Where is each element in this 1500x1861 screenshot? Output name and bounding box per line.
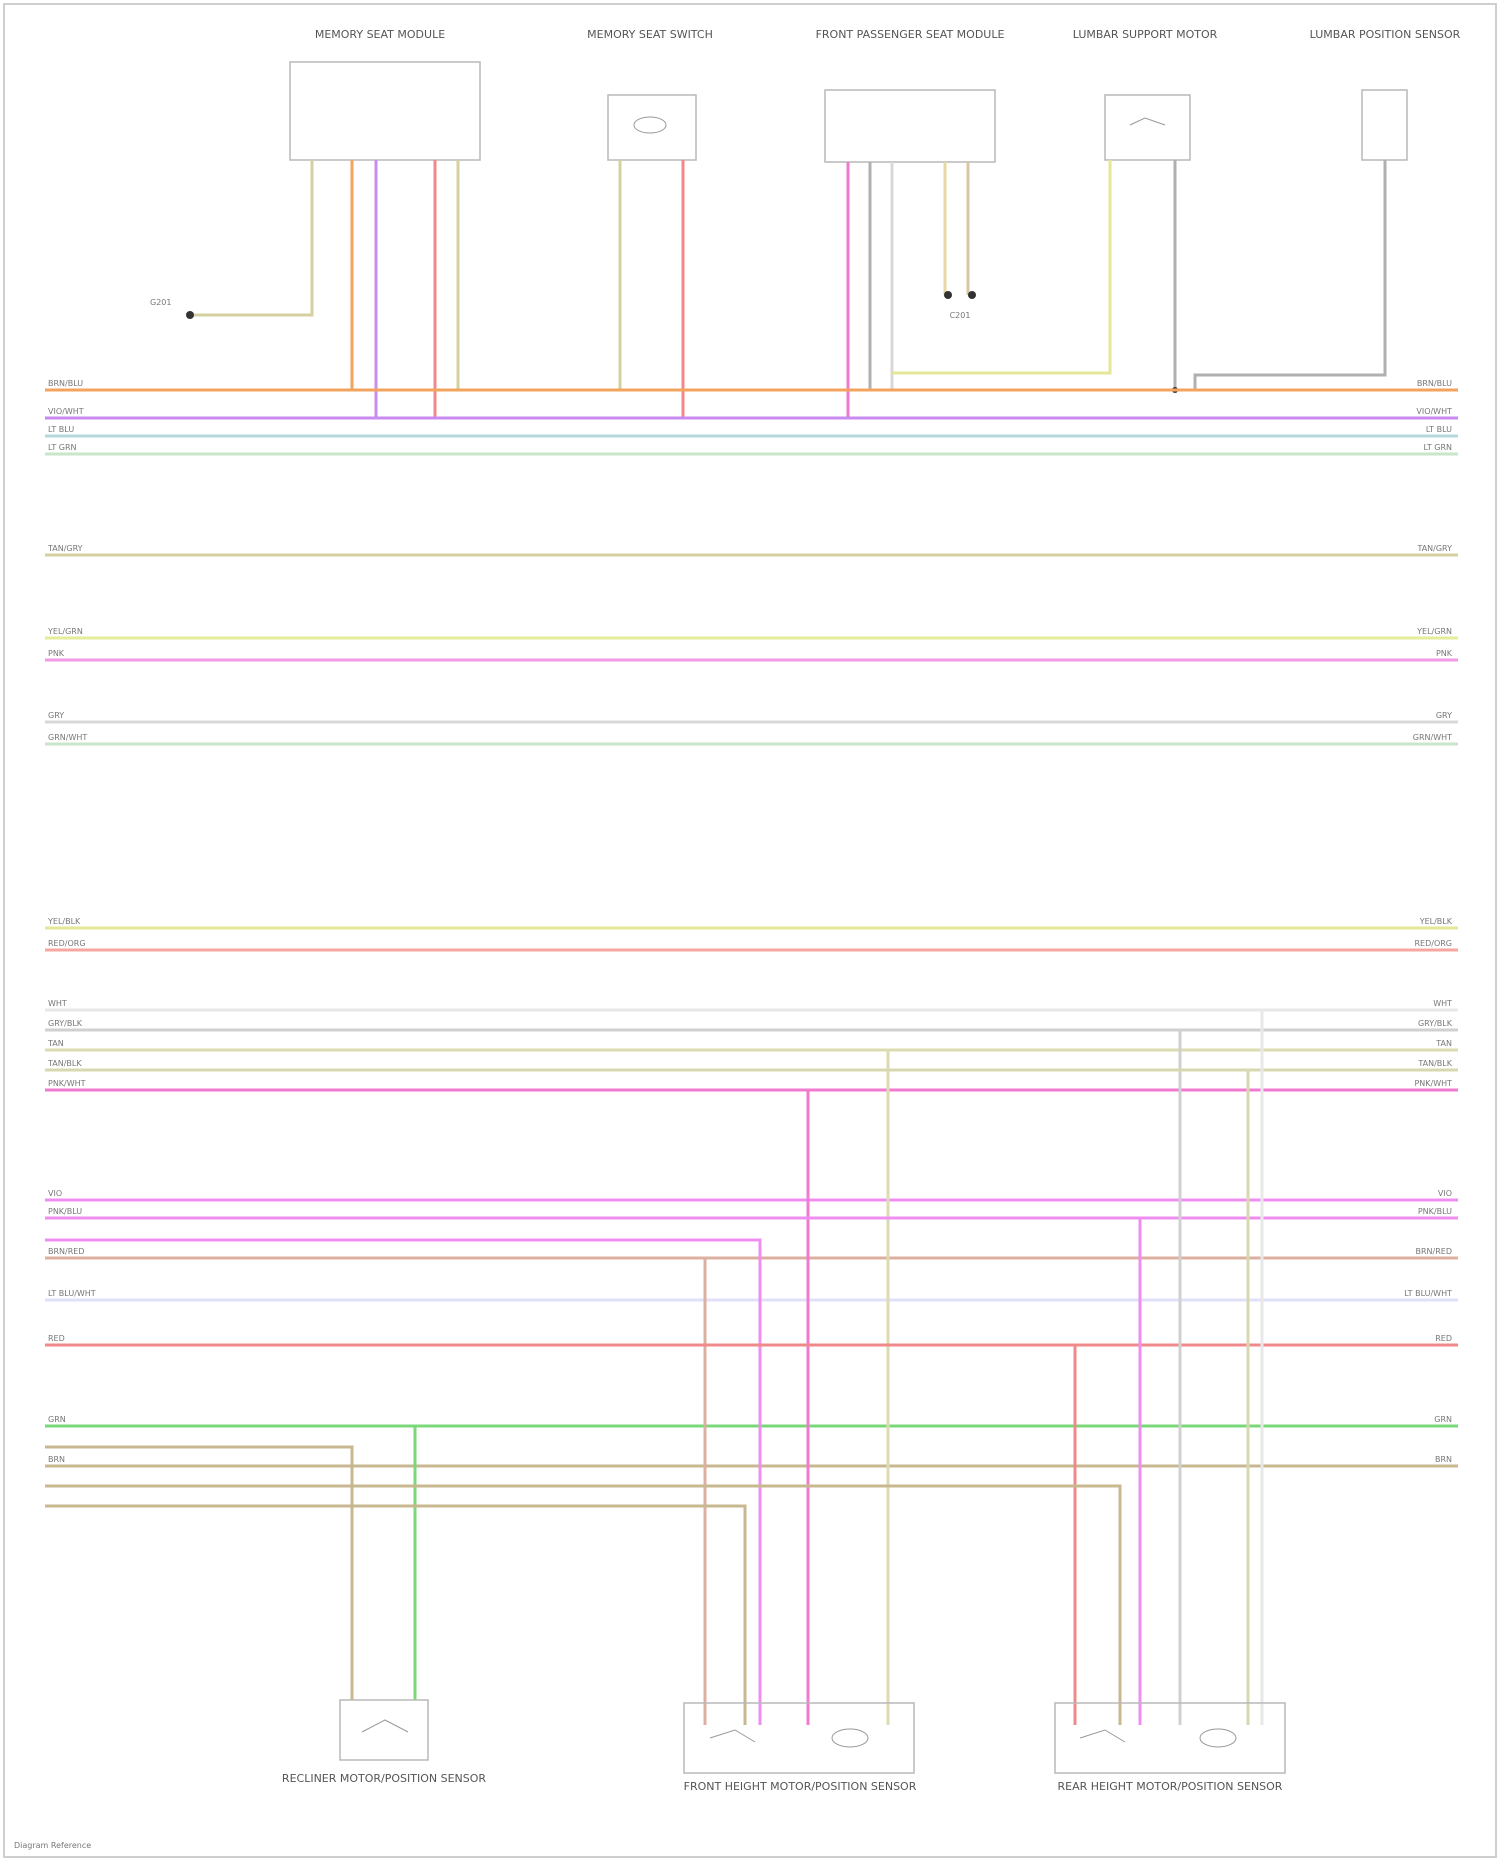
lumbar-position-sensor-label: LUMBAR POSITION SENSOR (1310, 28, 1461, 41)
wire-color-label: LT BLU (1426, 425, 1452, 434)
wire-color-label: TAN/BLK (47, 1059, 82, 1068)
wire-color-label: PNK/BLU (48, 1207, 82, 1216)
ground-ref: G201 (150, 298, 171, 307)
wire-color-label: YEL/GRN (47, 627, 83, 636)
motor-icon (832, 1729, 868, 1747)
lumbar-support-motor-label: LUMBAR SUPPORT MOTOR (1073, 28, 1218, 41)
front-passenger-seat-module-label: FRONT PASSENGER SEAT MODULE (816, 28, 1005, 41)
motor-icon (634, 117, 666, 133)
rear-height-motor-sensor: REAR HEIGHT MOTOR/POSITION SENSOR (1055, 1703, 1285, 1793)
wire-color-label: WHT (1433, 999, 1452, 1008)
wire-color-label: VIO (48, 1189, 62, 1198)
switch-symbol-icon (1080, 1730, 1125, 1742)
wire-color-label: BRN/RED (1416, 1247, 1453, 1256)
wire-color-label: GRN (1434, 1415, 1452, 1424)
diagram-border (4, 4, 1496, 1857)
wire-color-label: RED (48, 1334, 65, 1343)
wire-color-label: VIO/WHT (48, 407, 84, 416)
wire-color-label: TAN/GRY (1416, 544, 1452, 553)
footer-note: Diagram Reference (14, 1841, 91, 1850)
memory-seat-switch: MEMORY SEAT SWITCH (587, 28, 713, 160)
wire-color-label: LT BLU/WHT (48, 1289, 96, 1298)
wire-color-label: BRN/BLU (48, 379, 83, 388)
wire-color-label: VIO (1438, 1189, 1452, 1198)
wire-color-label: TAN (47, 1039, 64, 1048)
switch-symbol-icon (362, 1720, 408, 1732)
rear-height-motor-sensor-label: REAR HEIGHT MOTOR/POSITION SENSOR (1058, 1780, 1283, 1793)
wire-color-label: PNK/BLU (1418, 1207, 1452, 1216)
wire-color-label: BRN/RED (48, 1247, 85, 1256)
bus-wires: BRN/BLU BRN/BLU VIO/WHT VIO/WHT LT BLU LT BLU… (45, 379, 1458, 1466)
wire-color-label: VIO/WHT (1416, 407, 1452, 416)
splice-dot (944, 291, 952, 299)
wire-color-label: LT GRN (48, 443, 77, 452)
wire-color-label: TAN (1435, 1039, 1452, 1048)
motor-icon (1200, 1729, 1236, 1747)
wire-color-label: WHT (48, 999, 67, 1008)
memory-seat-switch-label: MEMORY SEAT SWITCH (587, 28, 713, 41)
wire-color-label: BRN/BLU (1417, 379, 1452, 388)
wire-color-label: TAN/GRY (47, 544, 83, 553)
wire-color-label: RED/ORG (1414, 939, 1452, 948)
wire-color-label: PNK (1436, 649, 1453, 658)
wire-color-label: BRN (1435, 1455, 1452, 1464)
front-height-motor-sensor: FRONT HEIGHT MOTOR/POSITION SENSOR (684, 1703, 917, 1793)
wire-color-label: YEL/GRN (1416, 627, 1452, 636)
seat-module-label: MEMORY SEAT MODULE (315, 28, 445, 41)
wire-color-label: GRY (1436, 711, 1452, 720)
wire-color-label: LT BLU (48, 425, 74, 434)
wire-color-label: TAN/BLK (1417, 1059, 1452, 1068)
wire-color-label: GRY/BLK (1418, 1019, 1453, 1028)
splice-dot (968, 291, 976, 299)
wire-color-label: LT BLU/WHT (1404, 1289, 1452, 1298)
wire-color-label: GRN/WHT (1413, 733, 1452, 742)
wire-color-label: GRN/WHT (48, 733, 87, 742)
recliner-motor-sensor-label: RECLINER MOTOR/POSITION SENSOR (282, 1772, 487, 1785)
wire-color-label: YEL/BLK (47, 917, 81, 926)
lumbar-support-motor: LUMBAR SUPPORT MOTOR (1073, 28, 1218, 160)
switch-symbol-icon (1130, 118, 1165, 125)
wire-color-label: RED/ORG (48, 939, 86, 948)
wire-color-label: PNK/WHT (48, 1079, 86, 1088)
wire-color-label: BRN (48, 1455, 65, 1464)
wire-color-label: PNK/WHT (1414, 1079, 1452, 1088)
ground-dot (186, 311, 194, 319)
connector-ref: C201 (950, 311, 971, 320)
wire-color-label: PNK (48, 649, 65, 658)
seat-module: MEMORY SEAT MODULE (290, 28, 480, 160)
switch-symbol-icon (710, 1730, 755, 1742)
lumbar-position-sensor: LUMBAR POSITION SENSOR (1310, 28, 1461, 160)
top-vertical-wires (45, 160, 1458, 418)
wire-color-label: LT GRN (1423, 443, 1452, 452)
lower-vertical-wires (45, 1010, 1262, 1725)
wire-color-label: GRY (48, 711, 64, 720)
recliner-motor-sensor: RECLINER MOTOR/POSITION SENSOR (282, 1700, 487, 1785)
wire-color-label: RED (1435, 1334, 1452, 1343)
front-passenger-seat-module: FRONT PASSENGER SEAT MODULE (816, 28, 1005, 162)
wire-color-label: YEL/BLK (1419, 917, 1453, 926)
wire-color-label: GRY/BLK (48, 1019, 83, 1028)
front-height-motor-sensor-label: FRONT HEIGHT MOTOR/POSITION SENSOR (684, 1780, 917, 1793)
wire-color-label: GRN (48, 1415, 66, 1424)
